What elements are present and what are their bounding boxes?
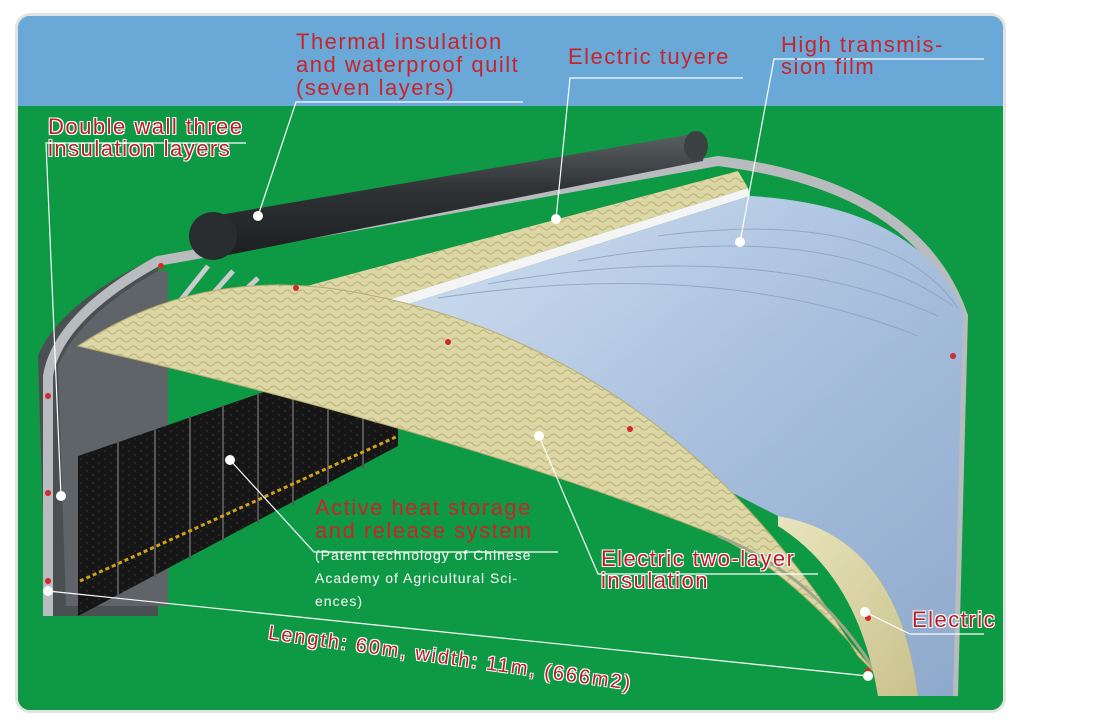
roof-quilt-strip — [288, 171, 748, 306]
label-line: sion film — [781, 54, 876, 79]
note-line: Academy of Agricultural Sci- — [315, 570, 519, 586]
roof-light-strip — [368, 188, 750, 313]
label-double-wall: Double wall three insulation layers — [48, 116, 243, 160]
two-layer-insulation-mat — [76, 284, 879, 677]
leader-dots — [43, 211, 873, 681]
patent-note: (Patent technology of Chinese Academy of… — [315, 544, 532, 613]
label-electric-tuyere-right: Electric tuyere — [912, 607, 1003, 632]
label-line: (seven layers) — [296, 75, 456, 100]
label-high-transmission-film: High transmis- sion film — [781, 34, 944, 78]
label-line: Active heat storage — [315, 495, 532, 520]
mat-edge — [717, 534, 880, 677]
label-line: and waterproof quilt — [296, 52, 520, 77]
leader-lines — [45, 58, 984, 677]
tuyere-markers — [45, 263, 956, 674]
label-thermal-quilt: Thermal insulation and waterproof quilt … — [296, 30, 519, 99]
label-line: and release system — [315, 518, 533, 543]
label-line: High transmis- — [781, 32, 944, 57]
label-line: Electric two-layer — [601, 546, 796, 571]
note-line: ences) — [315, 593, 364, 609]
label-electric-tuyere-top: Electric tuyere — [568, 44, 730, 69]
diagram-frame: Thermal insulation and waterproof quilt … — [18, 16, 1003, 710]
greenhouse-illustration — [38, 58, 984, 697]
note-line: (Patent technology of Chinese — [315, 547, 532, 563]
label-electric-two-layer: Electric two-layer insulation — [601, 548, 795, 592]
film-seams — [437, 228, 959, 337]
sky-band — [18, 16, 1003, 106]
side-rolled-mat — [778, 516, 918, 696]
heat-storage-wall — [78, 346, 398, 616]
label-line: insulation layers — [48, 136, 232, 161]
quilt-roll — [189, 131, 708, 260]
label-line: Double wall three — [48, 114, 244, 139]
arch-frame — [43, 155, 969, 697]
label-line: insulation — [601, 568, 709, 593]
label-line: Thermal insulation — [296, 29, 503, 54]
heat-storage-trim — [79, 434, 399, 583]
label-active-heat: Active heat storage and release system — [315, 496, 533, 542]
